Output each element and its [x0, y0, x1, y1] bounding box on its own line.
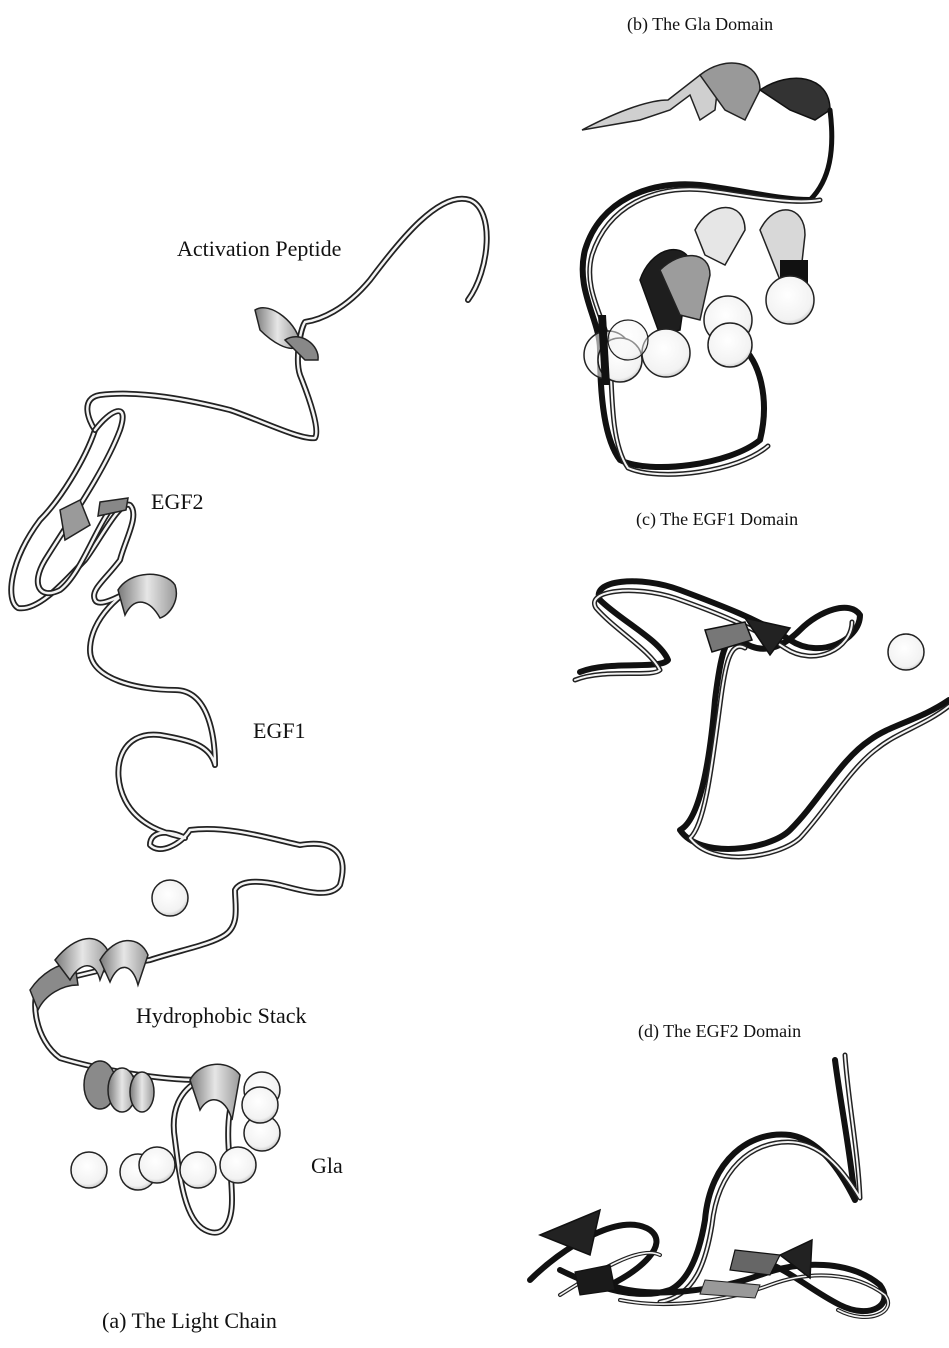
- egf2-domain-ribbon: [0, 0, 949, 1348]
